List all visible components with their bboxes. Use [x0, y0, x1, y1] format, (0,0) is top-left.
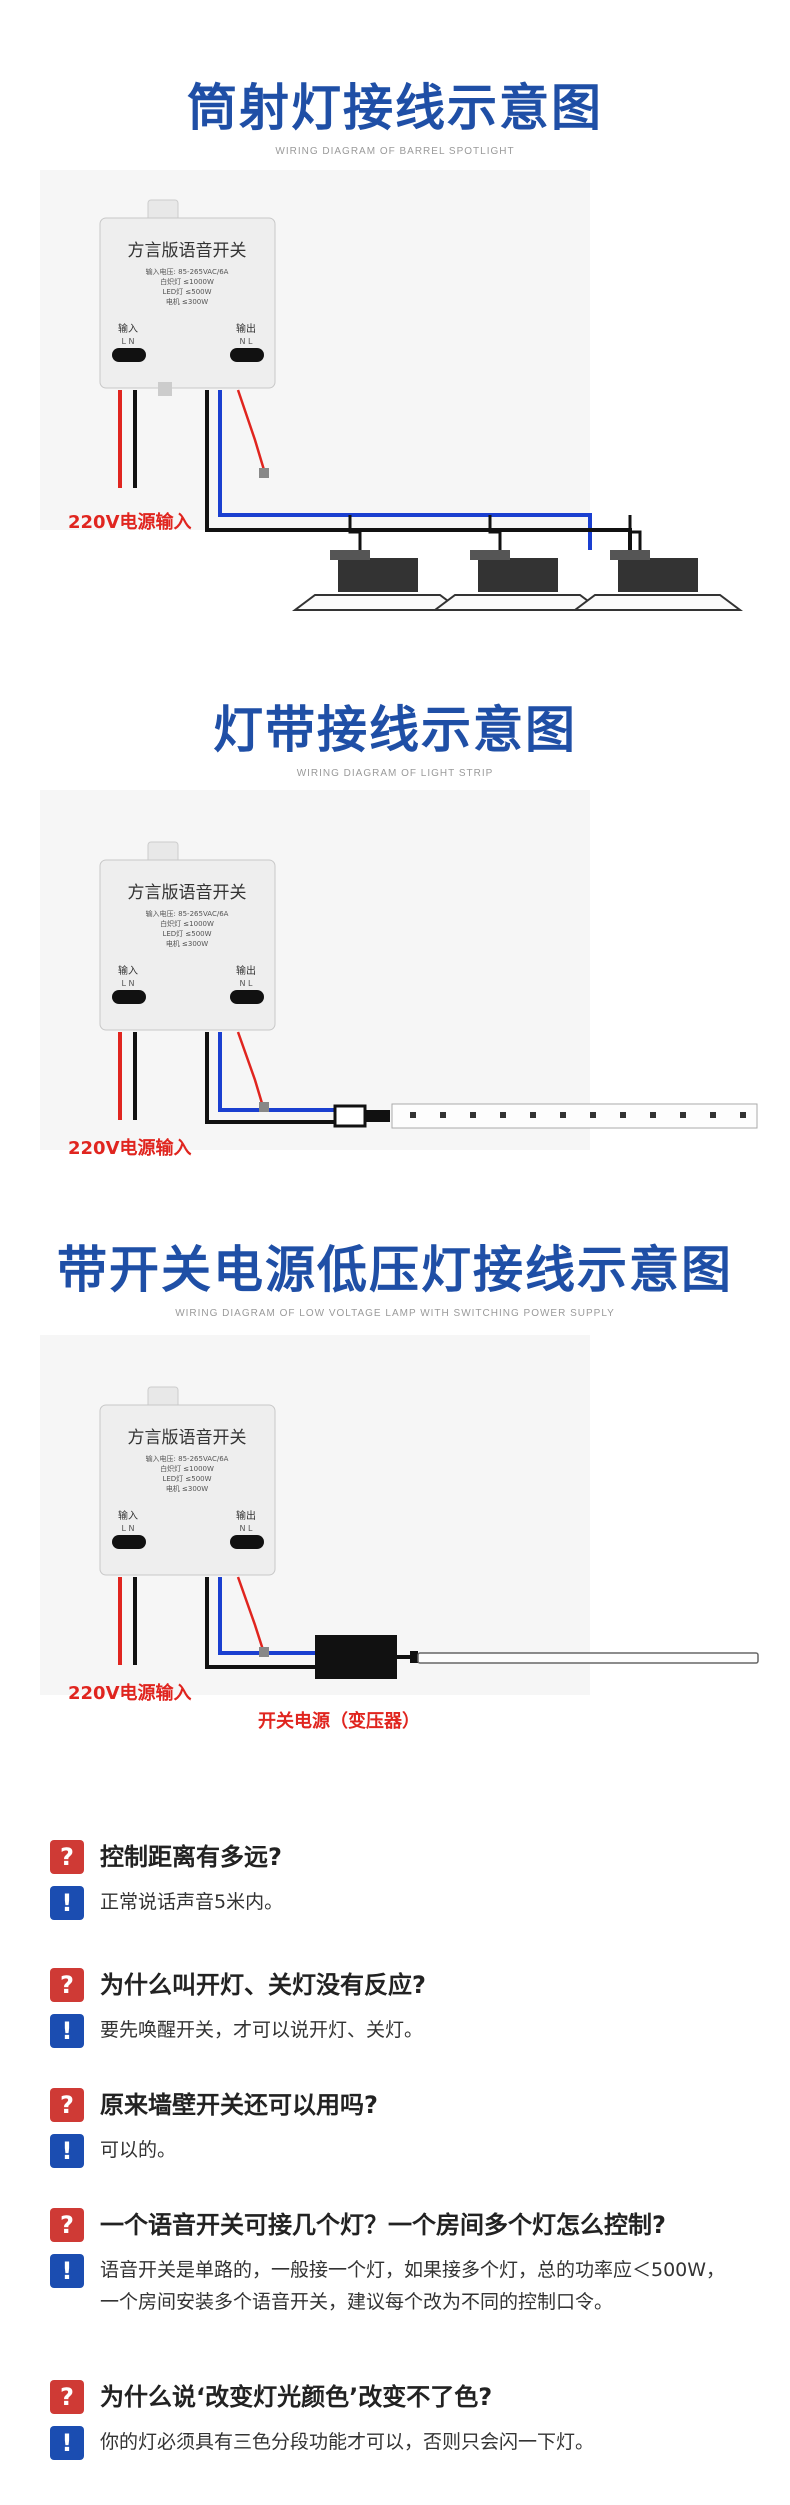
spec-line: 白炽灯 ≤1000W	[160, 277, 214, 286]
wiring-svg-1: 方言版语音开关 输入电压: 85-265VAC/6A 白炽灯 ≤1000W LE…	[40, 170, 743, 611]
faq-answer-text: 正常说话声音5米内。	[100, 1891, 284, 1913]
exclamation-icon: !	[50, 2426, 84, 2460]
output-pins: N L	[240, 1524, 254, 1533]
wiring-svg-2: 方言版语音开关 输入电压: 85-265VAC/6A 白炽灯 ≤1000W LE…	[40, 790, 758, 1159]
diagram-low-voltage-lamp: 方言版语音开关 输入电压: 85-265VAC/6A 白炽灯 ≤1000W LE…	[0, 1335, 790, 1755]
input-pins: L N	[122, 337, 135, 346]
power-input-label: 220V电源输入	[68, 1682, 192, 1704]
spotlight-2	[432, 515, 603, 611]
faq-answer-text: 要先唤醒开关，才可以说开灯、关灯。	[100, 2019, 424, 2041]
section-subtitle-2: WIRING DIAGRAM OF LIGHT STRIP	[296, 768, 494, 779]
output-label: 输出	[236, 1509, 256, 1522]
wiring-svg-3: 方言版语音开关 输入电压: 85-265VAC/6A 白炽灯 ≤1000W LE…	[40, 1335, 759, 1732]
spotlight-3	[572, 515, 743, 611]
faq-answer: ! 要先唤醒开关，才可以说开灯、关灯。	[50, 2014, 750, 2048]
faq-question-text: 原来墙壁开关还可以用吗?	[100, 2091, 378, 2119]
spec-line: 白炽灯 ≤1000W	[160, 919, 214, 928]
faq-question-text: 为什么叫开灯、关灯没有反应?	[100, 1971, 426, 1999]
led-connector	[333, 1104, 390, 1128]
faq-answer: ! 可以的。	[50, 2134, 750, 2168]
input-label: 输入	[118, 1509, 138, 1522]
faq-question-text: 一个语音开关可接几个灯？一个房间多个灯怎么控制?	[100, 2211, 666, 2239]
switch-name: 方言版语音开关	[128, 1428, 247, 1448]
section-title-1: 筒射灯接线示意图	[187, 79, 603, 137]
input-label: 输入	[118, 964, 138, 977]
exclamation-icon: !	[50, 2014, 84, 2048]
switch-box-1: 方言版语音开关 输入电压: 85-265VAC/6A 白炽灯 ≤1000W LE…	[99, 199, 276, 396]
input-pins: L N	[122, 1524, 135, 1533]
question-mark-icon: ?	[50, 2380, 84, 2414]
question-mark-icon: ?	[50, 1968, 84, 2002]
diagram-light-strip: 方言版语音开关 输入电压: 85-265VAC/6A 白炽灯 ≤1000W LE…	[0, 790, 790, 1190]
switch-box-2: 方言版语音开关 输入电压: 85-265VAC/6A 白炽灯 ≤1000W LE…	[99, 841, 276, 1031]
question-mark-icon: ?	[50, 2088, 84, 2122]
faq-item-3: ? 原来墙壁开关还可以用吗? ! 可以的。	[50, 2088, 750, 2168]
input-pins: L N	[122, 979, 135, 988]
faq-question-text: 为什么说‘改变灯光颜色’改变不了色?	[100, 2383, 493, 2411]
spec-line: 白炽灯 ≤1000W	[160, 1464, 214, 1473]
section-title-3: 带开关电源低压灯接线示意图	[57, 1241, 733, 1299]
faq-item-4: ? 一个语音开关可接几个灯？一个房间多个灯怎么控制? ! 语音开关是单路的，一般…	[50, 2208, 750, 2318]
output-label: 输出	[236, 964, 256, 977]
faq-item-2: ? 为什么叫开灯、关灯没有反应? ! 要先唤醒开关，才可以说开灯、关灯。	[50, 1968, 750, 2048]
section-title-2: 灯带接线示意图	[213, 701, 577, 759]
faq-answer-text: 可以的。	[100, 2139, 177, 2161]
faq-question: ? 一个语音开关可接几个灯？一个房间多个灯怎么控制?	[50, 2208, 750, 2242]
output-pins: N L	[240, 979, 254, 988]
diagram-barrel-spotlight: 方言版语音开关 输入电压: 85-265VAC/6A 白炽灯 ≤1000W LE…	[0, 170, 790, 670]
section-subtitle-3: WIRING DIAGRAM OF LOW VOLTAGE LAMP WITH …	[175, 1308, 615, 1319]
output-label: 输出	[236, 322, 256, 335]
input-label: 输入	[118, 322, 138, 335]
question-mark-icon: ?	[50, 2208, 84, 2242]
faq-question: ? 原来墙壁开关还可以用吗?	[50, 2088, 750, 2122]
spec-line: 电机 ≤300W	[166, 1484, 208, 1493]
output-pins: N L	[240, 337, 254, 346]
spec-line: LED灯 ≤500W	[162, 929, 211, 938]
faq-answer-text: 你的灯必须具有三色分段功能才可以，否则只会闪一下灯。	[100, 2431, 595, 2453]
spec-line: LED灯 ≤500W	[162, 287, 211, 296]
exclamation-icon: !	[50, 2134, 84, 2168]
switch-name: 方言版语音开关	[128, 241, 247, 261]
exclamation-icon: !	[50, 2254, 84, 2288]
question-mark-icon: ?	[50, 1840, 84, 1874]
spec-line: 输入电压: 85-265VAC/6A	[146, 267, 229, 276]
faq-question-text: 控制距离有多远?	[100, 1843, 282, 1871]
psu-label: 开关电源（变压器）	[258, 1710, 420, 1732]
spec-line: 输入电压: 85-265VAC/6A	[146, 909, 229, 918]
faq-item-5: ? 为什么说‘改变灯光颜色’改变不了色? ! 你的灯必须具有三色分段功能才可以，…	[50, 2380, 750, 2460]
switch-name: 方言版语音开关	[128, 883, 247, 903]
led-strip	[391, 1103, 758, 1129]
spec-line: LED灯 ≤500W	[162, 1474, 211, 1483]
spec-line: 电机 ≤300W	[166, 297, 208, 306]
spec-line: 电机 ≤300W	[166, 939, 208, 948]
faq-question: ? 控制距离有多远?	[50, 1840, 750, 1874]
faq-answer: ! 语音开关是单路的，一般接一个灯，如果接多个灯，总的功率应＜500W，一个房间…	[50, 2254, 750, 2318]
power-input-label: 220V电源输入	[68, 511, 192, 533]
faq-item-1: ? 控制距离有多远? ! 正常说话声音5米内。	[50, 1840, 750, 1920]
low-voltage-light-bar	[417, 1652, 759, 1664]
exclamation-icon: !	[50, 1886, 84, 1920]
faq-answer: ! 正常说话声音5米内。	[50, 1886, 750, 1920]
faq-question: ? 为什么说‘改变灯光颜色’改变不了色?	[50, 2380, 750, 2414]
switch-box-3: 方言版语音开关 输入电压: 85-265VAC/6A 白炽灯 ≤1000W LE…	[99, 1386, 276, 1576]
spotlight-1	[292, 515, 463, 611]
faq-question: ? 为什么叫开灯、关灯没有反应?	[50, 1968, 750, 2002]
faq-answer: ! 你的灯必须具有三色分段功能才可以，否则只会闪一下灯。	[50, 2426, 750, 2460]
section-subtitle-1: WIRING DIAGRAM OF BARREL SPOTLIGHT	[275, 146, 515, 157]
power-input-label: 220V电源输入	[68, 1137, 192, 1159]
power-supply-box	[315, 1635, 397, 1679]
spec-line: 输入电压: 85-265VAC/6A	[146, 1454, 229, 1463]
faq-answer-text: 语音开关是单路的，一般接一个灯，如果接多个灯，总的功率应＜500W，一个房间安装…	[100, 2259, 726, 2313]
